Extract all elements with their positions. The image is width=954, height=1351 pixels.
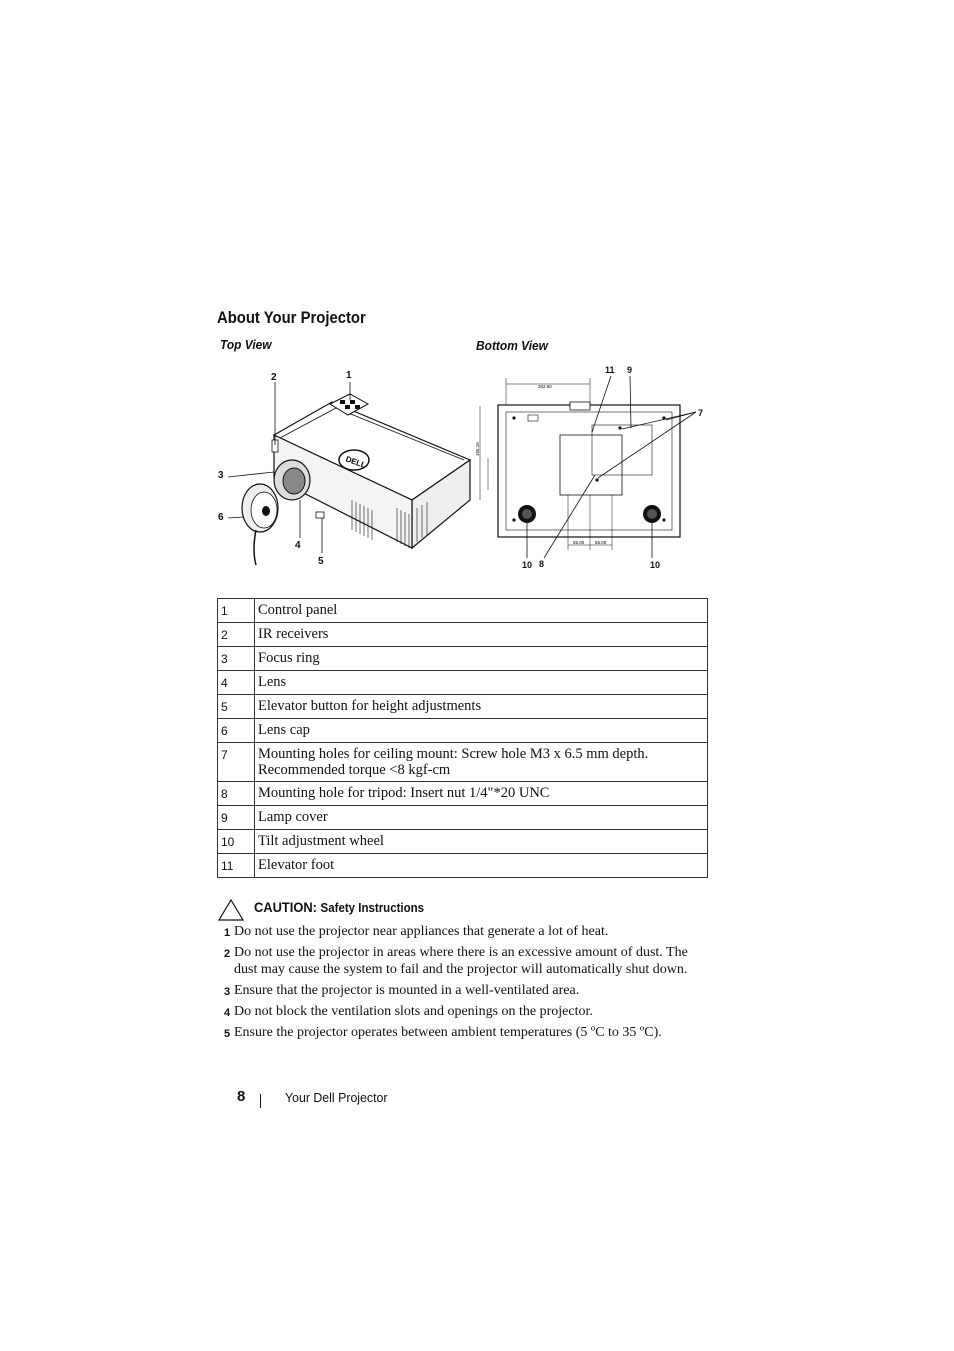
part-number: 3 bbox=[217, 646, 255, 671]
projector-top-view-illustration: DELL bbox=[227, 382, 472, 566]
callout-3: 3 bbox=[218, 470, 224, 481]
callout-2: 2 bbox=[271, 372, 277, 383]
part-description: Mounting holes for ceiling mount: Screw … bbox=[254, 742, 708, 782]
part-number: 4 bbox=[217, 670, 255, 695]
instruction-text: Ensure the projector operates between am… bbox=[234, 1025, 662, 1040]
part-number: 1 bbox=[217, 598, 255, 623]
part-number: 5 bbox=[217, 694, 255, 719]
footer-section-title: Your Dell Projector bbox=[285, 1090, 388, 1105]
top-view-figure: DELL 2 1 3 bbox=[212, 360, 472, 580]
callout-10-right: 10 bbox=[650, 560, 661, 570]
part-description: Lamp cover bbox=[254, 805, 708, 830]
part-description: Lens bbox=[254, 670, 708, 695]
instruction-number: 2 bbox=[224, 948, 231, 960]
part-number: 11 bbox=[217, 853, 255, 878]
part-number: 10 bbox=[217, 829, 255, 854]
dim-55-b: 55.00 bbox=[595, 540, 607, 545]
instruction-number: 3 bbox=[224, 986, 231, 998]
page-title: About Your Projector bbox=[217, 309, 366, 327]
dim-55-a: 55.00 bbox=[573, 540, 585, 545]
projector-bottom-view-illustration: 262.50 165.10 55.00 55.00 bbox=[475, 375, 697, 559]
instruction-number: 5 bbox=[224, 1028, 231, 1040]
part-description: IR receivers bbox=[254, 622, 708, 647]
part-description: Mounting hole for tripod: Insert nut 1/4… bbox=[254, 781, 708, 806]
callout-6: 6 bbox=[218, 512, 224, 523]
instruction-text: Do not block the ventilation slots and o… bbox=[234, 1004, 593, 1019]
page-number: 8 bbox=[237, 1088, 246, 1105]
dim-165: 165.10 bbox=[475, 442, 480, 456]
caution-title: Safety Instructions bbox=[320, 901, 425, 915]
part-description: Lens cap bbox=[254, 718, 708, 743]
part-number: 9 bbox=[217, 805, 255, 830]
callout-11: 11 bbox=[605, 365, 615, 375]
caution-label: CAUTION: bbox=[254, 899, 317, 915]
part-description: Focus ring bbox=[254, 646, 708, 671]
bottom-view-figure: 262.50 165.10 55.00 55.00 11 9 7 10 8 10 bbox=[470, 360, 710, 580]
part-description: Tilt adjustment wheel bbox=[254, 829, 708, 854]
instruction-number: 1 bbox=[224, 927, 231, 939]
caution-triangle-icon bbox=[218, 899, 244, 921]
callout-10-left: 10 bbox=[522, 560, 533, 570]
callout-4: 4 bbox=[295, 540, 301, 551]
callout-7: 7 bbox=[698, 408, 704, 418]
part-number: 6 bbox=[217, 718, 255, 743]
top-view-label: Top View bbox=[220, 337, 272, 352]
footer-separator bbox=[260, 1094, 261, 1108]
part-number: 8 bbox=[217, 781, 255, 806]
callout-9: 9 bbox=[627, 365, 633, 375]
instruction-text: Ensure that the projector is mounted in … bbox=[234, 983, 580, 998]
instruction-text: Do not use the projector near appliances… bbox=[234, 924, 609, 939]
part-number: 7 bbox=[217, 742, 255, 782]
callout-1: 1 bbox=[346, 370, 352, 381]
bottom-view-label: Bottom View bbox=[476, 338, 548, 353]
caution-label-group: CAUTION: Safety Instructions bbox=[254, 899, 424, 915]
instruction-number: 4 bbox=[224, 1007, 231, 1019]
part-description: Elevator button for height adjustments bbox=[254, 694, 708, 719]
part-description: Elevator foot bbox=[254, 853, 708, 878]
part-description: Control panel bbox=[254, 598, 708, 623]
dim-262: 262.50 bbox=[538, 384, 552, 389]
callout-8: 8 bbox=[539, 559, 545, 569]
callout-5: 5 bbox=[318, 556, 324, 567]
part-number: 2 bbox=[217, 622, 255, 647]
instruction-text: Do not use the projector in areas where … bbox=[234, 945, 688, 977]
